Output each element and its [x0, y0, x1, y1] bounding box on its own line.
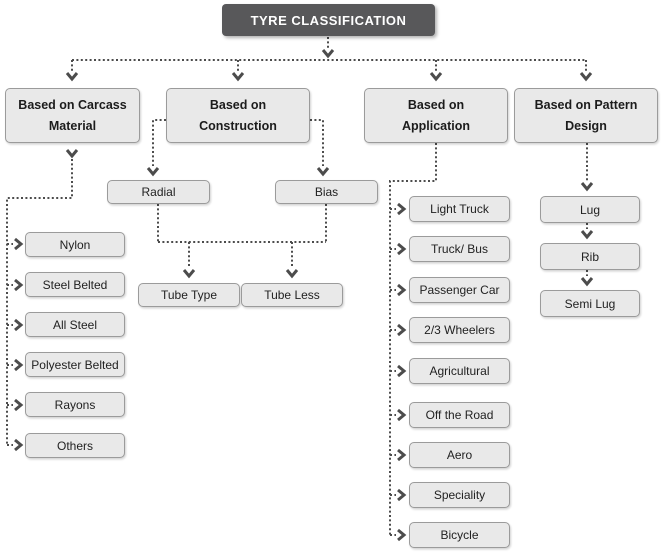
- arrow-down-icon: [580, 182, 594, 192]
- arrow-down-icon: [321, 49, 335, 59]
- arrow-down-icon: [579, 72, 593, 82]
- arrow-down-icon: [316, 167, 330, 177]
- node-nylon: Nylon: [25, 232, 125, 257]
- arrow-right-icon: [397, 488, 407, 502]
- arrow-right-icon: [397, 283, 407, 297]
- node-semi-lug: Semi Lug: [540, 290, 640, 317]
- header-line: Based on: [209, 97, 267, 112]
- arrow-down-icon: [429, 72, 443, 82]
- header-line: Construction: [199, 118, 277, 133]
- node-2-3-wheelers: 2/3 Wheelers: [409, 317, 510, 343]
- header-line: Design: [565, 118, 607, 133]
- arrow-right-icon: [397, 408, 407, 422]
- arrow-right-icon: [397, 323, 407, 337]
- arrow-down-icon: [231, 72, 245, 82]
- node-based-on-carcass-material: Based on Carcass Material: [5, 88, 140, 143]
- node-rayons: Rayons: [25, 392, 125, 417]
- node-all-steel: All Steel: [25, 312, 125, 337]
- header-label: Based on Construction: [199, 95, 277, 137]
- arrow-right-icon: [14, 398, 24, 412]
- arrow-down-icon: [285, 269, 299, 279]
- arrow-right-icon: [14, 237, 24, 251]
- header-line: Based on: [407, 97, 465, 112]
- node-truck-bus: Truck/ Bus: [409, 236, 510, 262]
- node-tube-type: Tube Type: [138, 283, 240, 307]
- diagram-title: TYRE CLASSIFICATION: [222, 4, 435, 36]
- node-tube-less: Tube Less: [241, 283, 343, 307]
- arrow-right-icon: [397, 448, 407, 462]
- arrow-down-icon: [182, 269, 196, 279]
- arrow-right-icon: [14, 318, 24, 332]
- node-radial: Radial: [107, 180, 210, 204]
- arrow-down-icon: [146, 167, 160, 177]
- header-label: Based on Pattern Design: [535, 95, 638, 137]
- arrow-down-icon: [65, 149, 79, 159]
- arrow-right-icon: [397, 242, 407, 256]
- arrow-down-icon: [580, 230, 594, 240]
- header-line: Based on Pattern: [534, 97, 638, 112]
- node-based-on-construction: Based on Construction: [166, 88, 310, 143]
- arrow-down-icon: [580, 277, 594, 287]
- dotted-connectors: [6, 37, 588, 536]
- arrow-right-icon: [14, 438, 24, 452]
- node-based-on-application: Based on Application: [364, 88, 508, 143]
- node-based-on-pattern-design: Based on Pattern Design: [514, 88, 658, 143]
- node-lug: Lug: [540, 196, 640, 223]
- arrow-right-icon: [14, 278, 24, 292]
- node-off-the-road: Off the Road: [409, 402, 510, 428]
- arrow-down-icon: [65, 72, 79, 82]
- node-rib: Rib: [540, 243, 640, 270]
- node-speciality: Speciality: [409, 482, 510, 508]
- arrow-right-icon: [397, 364, 407, 378]
- node-steel-belted: Steel Belted: [25, 272, 125, 297]
- arrow-right-icon: [14, 358, 24, 372]
- node-aero: Aero: [409, 442, 510, 468]
- header-line: Application: [401, 118, 471, 133]
- node-bicycle: Bicycle: [409, 522, 510, 548]
- node-bias: Bias: [275, 180, 378, 204]
- node-others: Others: [25, 433, 125, 458]
- arrowheads: [14, 49, 594, 542]
- node-passenger-car: Passenger Car: [409, 277, 510, 303]
- node-agricultural: Agricultural: [409, 358, 510, 384]
- node-polyester-belted: Polyester Belted: [25, 352, 125, 377]
- header-label: Based on Application: [402, 95, 470, 137]
- node-light-truck: Light Truck: [409, 196, 510, 222]
- header-label: Based on Carcass Material: [18, 95, 126, 137]
- header-line: Material: [48, 118, 97, 133]
- header-line: Based on Carcass: [18, 97, 127, 112]
- arrow-right-icon: [397, 202, 407, 216]
- arrow-right-icon: [397, 528, 407, 542]
